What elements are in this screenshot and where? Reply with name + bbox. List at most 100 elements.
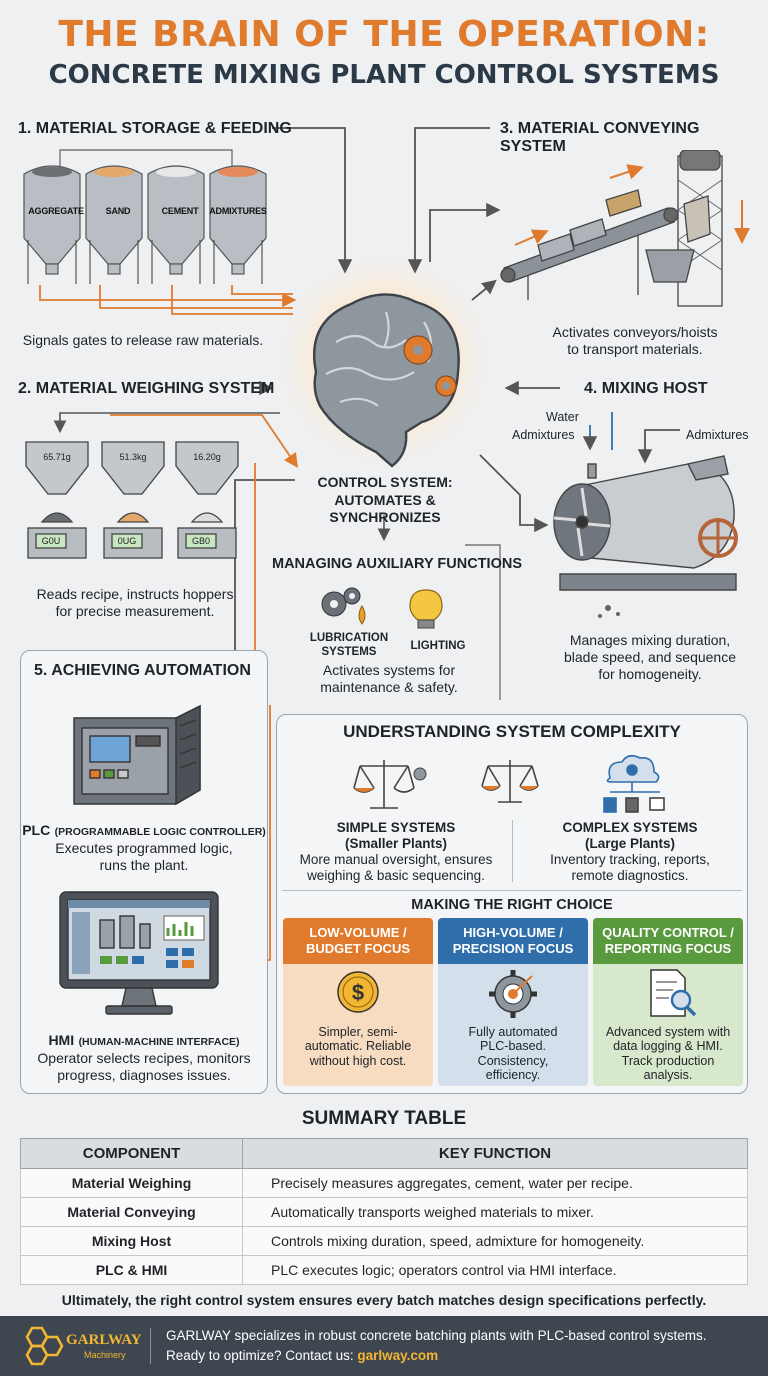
control-label-line2: AUTOMATES & SYNCHRONIZES [329, 491, 441, 526]
tank-label-admixtures: ADMIXTURES [209, 206, 267, 216]
plc-caption-line2: runs the plant. [99, 856, 189, 873]
choice-low-body-line1: Simpler, semi- [318, 1025, 398, 1039]
footer: GARLWAY Machinery GARLWAY specializes in… [0, 1316, 768, 1376]
plc-caption-line1: Executes programmed logic, [55, 840, 233, 856]
footer-logo-sub: Machinery [84, 1350, 126, 1360]
plc-title: PLC [22, 822, 51, 838]
aux-lubrication-label-line2: SYSTEMS [321, 645, 377, 658]
auxiliary-icons [321, 587, 443, 629]
complex-caption-line1: Inventory tracking, reports, [550, 852, 710, 867]
choice-quality-control: QUALITY CONTROL / REPORTING FOCUS Advanc… [593, 918, 743, 1086]
choice-low-volume: LOW-VOLUME / BUDGET FOCUS $ Simpler, sem… [283, 918, 433, 1086]
summary-header-row: COMPONENT KEY FUNCTION [20, 1138, 748, 1169]
choice-quality-body-line3: Track production [621, 1053, 715, 1068]
tank-label-sand: SAND [105, 206, 131, 216]
simple-systems-sub: (Smaller Plants) [344, 835, 448, 851]
tank-label-cement: CEMENT [161, 206, 199, 216]
choice-low-body-line3: without high cost. [309, 1053, 407, 1068]
mixing-heading: 4. MIXING HOST [584, 380, 708, 397]
footer-divider [150, 1328, 151, 1364]
table-row: Material Weighing Precisely measures agg… [20, 1168, 748, 1198]
footer-website-link[interactable]: garlway.com [357, 1348, 439, 1363]
conveying-caption-line2: to transport materials. [567, 340, 703, 357]
choice-low-head-line2: BUDGET FOCUS [306, 941, 410, 956]
choice-high-body-line1: Fully automated [468, 1025, 558, 1039]
table-row: Material Conveying Automatically transpo… [20, 1197, 748, 1227]
complex-systems-sub: (Large Plants) [584, 835, 676, 851]
mixing-input-water: Water [546, 410, 579, 424]
summary-table: COMPONENT KEY FUNCTION Material Weighing… [20, 1138, 748, 1285]
summary-conclusion: Ultimately, the right control system ens… [61, 1292, 707, 1308]
table-cell-component: Material Weighing [20, 1168, 243, 1198]
brain-icon [313, 293, 460, 468]
mixing-caption-line3: for homogeneity. [598, 665, 702, 682]
weighing-caption-line1: Reads recipe, instructs hoppers [36, 586, 234, 602]
auxiliary-heading: MANAGING AUXILIARY FUNCTIONS [272, 556, 522, 572]
auxiliary-caption-line2: maintenance & safety. [320, 678, 458, 695]
mixer-drum-icon [553, 455, 738, 618]
table-cell-function: Precisely measures aggregates, cement, w… [242, 1168, 748, 1198]
complexity-divider [512, 820, 513, 882]
choice-divider [282, 890, 742, 891]
choice-high-body-line3: Consistency, [477, 1053, 549, 1068]
silo-group-icon [23, 165, 267, 284]
weighing-heading: 2. MATERIAL WEIGHING SYSTEM [18, 380, 275, 397]
choice-quality-body-line2: data logging & HMI. [613, 1039, 723, 1054]
mixing-input-admix-left: Admixtures [512, 428, 575, 442]
conveyor-icon [500, 150, 723, 307]
aux-lubrication-label-line1: LUBRICATION [309, 632, 389, 644]
choice-high-body-line2: PLC-based. [479, 1039, 546, 1054]
footer-logo-name: GARLWAY [66, 1332, 142, 1348]
hmi-subtitle: (HUMAN-MACHINE INTERFACE) [78, 1036, 240, 1048]
hmi-caption-line1: Operator selects recipes, monitors [37, 1050, 251, 1066]
auxiliary-caption-line1: Activates systems for [322, 662, 456, 678]
scale-display-2: 0UG [117, 536, 137, 546]
tank-label-aggregate: AGGREGATE [28, 206, 84, 216]
summary-col-component: COMPONENT [20, 1138, 243, 1169]
scale-display-3: GB0 [191, 536, 210, 546]
choice-high-head-line1: HIGH-VOLUME / [463, 925, 563, 941]
conveying-heading: 3. MATERIAL CONVEYING SYSTEM [500, 120, 700, 155]
complex-systems-title: COMPLEX SYSTEMS [562, 820, 698, 835]
conveying-caption-line1: Activates conveyors/hoists [552, 324, 718, 340]
simple-systems-title: SIMPLE SYSTEMS [336, 820, 456, 835]
choice-high-body-line4: efficiency. [485, 1068, 541, 1083]
choice-low-body-line2: automatic. Reliable [304, 1039, 412, 1054]
complexity-icons [353, 754, 665, 813]
complex-caption-line2: remote diagnostics. [571, 868, 689, 884]
footer-line2: Ready to optimize? Contact us: [166, 1348, 358, 1363]
weighing-hoppers-icon [25, 441, 239, 559]
weighing-caption-line2: for precise measurement. [55, 602, 215, 619]
summary-heading: SUMMARY TABLE [301, 1108, 467, 1129]
choice-quality-body-line1: Advanced system with [605, 1025, 731, 1039]
scale-reading-2: 51.3kg [119, 452, 147, 462]
table-cell-component: Material Conveying [20, 1197, 243, 1227]
choice-quality-head-line1: QUALITY CONTROL / [602, 925, 734, 941]
svg-text:$: $ [352, 980, 364, 1005]
scale-display-1: G0U [41, 536, 61, 546]
automation-heading: 5. ACHIEVING AUTOMATION [34, 662, 251, 679]
table-cell-function: Automatically transports weighed materia… [242, 1197, 748, 1227]
simple-caption-line1: More manual oversight, ensures [299, 852, 493, 867]
storage-caption: Signals gates to release raw materials. [22, 332, 264, 348]
plc-subtitle: (PROGRAMMABLE LOGIC CONTROLLER) [54, 826, 266, 838]
storage-heading: 1. MATERIAL STORAGE & FEEDING [18, 120, 292, 137]
table-cell-component: PLC & HMI [20, 1255, 243, 1285]
table-cell-function: PLC executes logic; operators control vi… [242, 1255, 748, 1285]
page-subtitle: CONCRETE MIXING PLANT CONTROL SYSTEMS [48, 60, 720, 90]
hexagon-logo-icon [25, 1326, 64, 1366]
choice-high-volume: HIGH-VOLUME / PRECISION FOCUS Fully auto… [438, 918, 588, 1086]
choice-high-head-line2: PRECISION FOCUS [452, 941, 574, 956]
page-title: THE BRAIN OF THE OPERATION: [58, 14, 710, 55]
mixing-input-admix-right: Admixtures [686, 428, 749, 442]
mixing-caption-line1: Manages mixing duration, [569, 632, 731, 648]
choice-quality-head-line2: REPORTING FOCUS [604, 941, 732, 956]
summary-col-function: KEY FUNCTION [242, 1138, 748, 1169]
choice-quality-body-line4: analysis. [643, 1068, 693, 1083]
hmi-caption-line2: progress, diagnoses issues. [57, 1066, 231, 1083]
table-cell-function: Controls mixing duration, speed, admixtu… [242, 1226, 748, 1256]
control-label-line1: CONTROL SYSTEM: [317, 474, 453, 490]
hmi-monitor-icon [59, 891, 219, 1015]
aux-lighting-label: LIGHTING [410, 640, 466, 652]
footer-line1: GARLWAY specializes in robust concrete b… [166, 1328, 707, 1343]
